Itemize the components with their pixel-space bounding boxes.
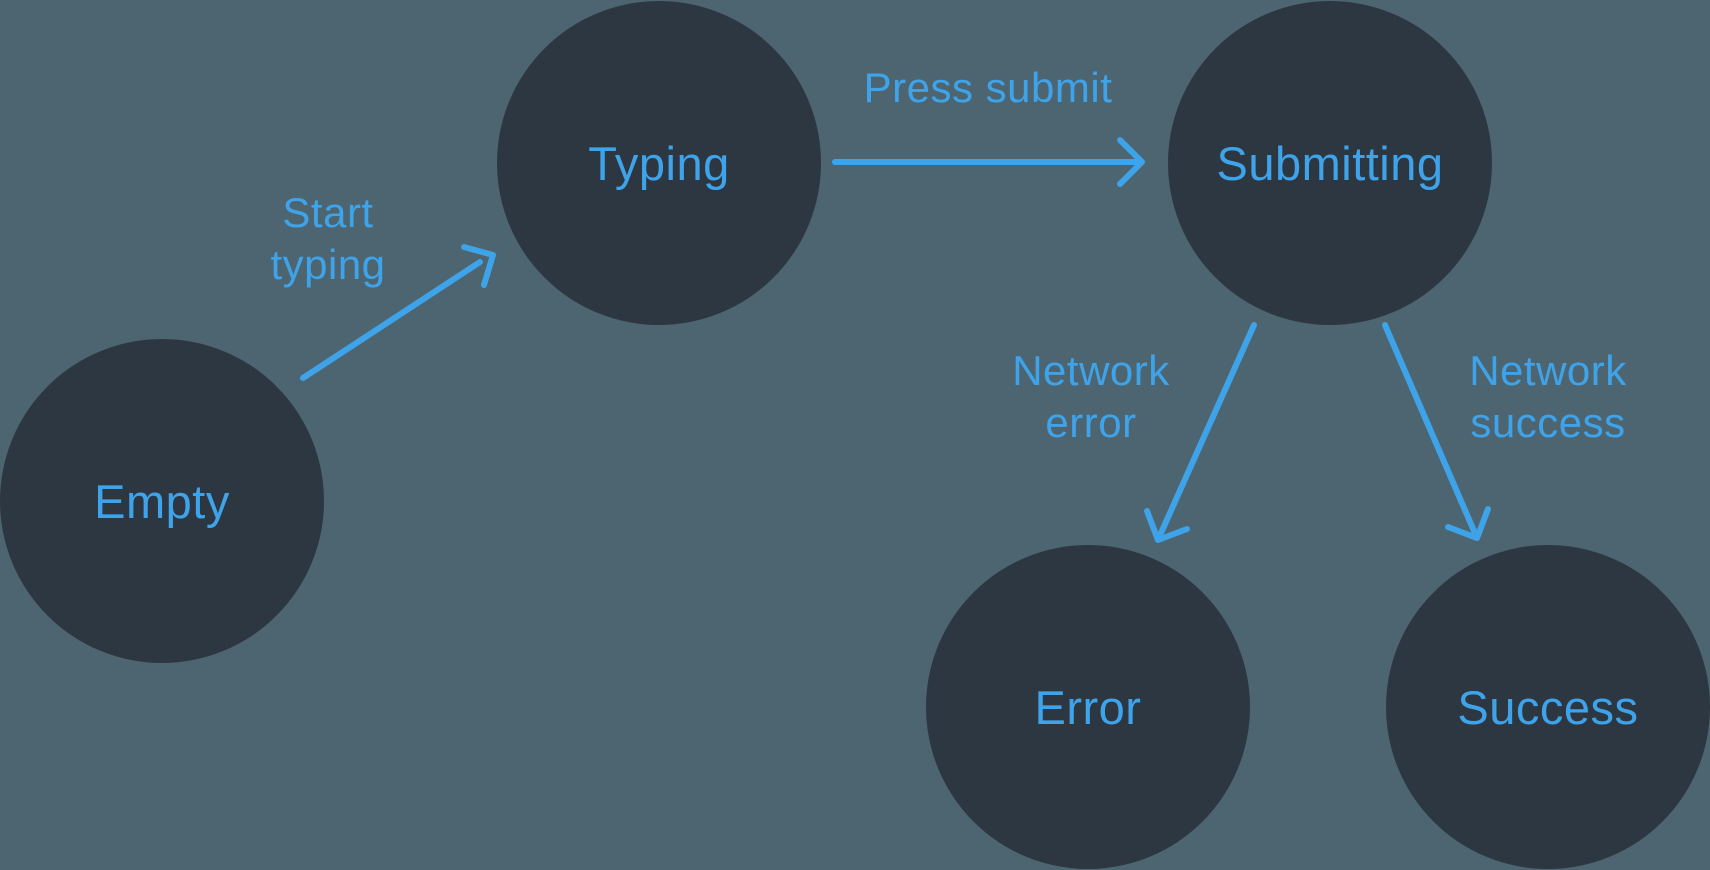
transition-label-line: Start	[282, 189, 374, 236]
state-node-empty: Empty	[0, 339, 324, 663]
transition-label-network-error: Network error	[1012, 345, 1170, 449]
state-node-success: Success	[1386, 545, 1710, 869]
transition-label-network-success: Network success	[1469, 345, 1627, 449]
transition-label-line: typing	[270, 241, 386, 288]
state-label-success: Success	[1457, 680, 1639, 734]
state-node-typing: Typing	[497, 1, 821, 325]
transition-label-line: Press submit	[863, 64, 1113, 111]
transition-arrow-network-success	[1382, 322, 1491, 541]
transition-label-press-submit: Press submit	[864, 62, 1113, 114]
arrowhead-icon	[1445, 506, 1491, 541]
transition-arrow-network-error	[1144, 322, 1257, 543]
state-node-error: Error	[926, 545, 1250, 869]
arrowhead-icon	[1144, 508, 1190, 543]
state-label-submitting: Submitting	[1216, 136, 1444, 190]
state-label-typing: Typing	[588, 136, 730, 190]
state-node-submitting: Submitting	[1168, 1, 1492, 325]
transition-label-line: error	[1045, 399, 1137, 446]
arrowhead-icon	[461, 244, 496, 288]
transition-label-start-typing: Start typing	[270, 187, 385, 291]
transition-label-line: success	[1470, 399, 1626, 446]
state-label-empty: Empty	[94, 474, 230, 528]
transition-label-line: Network	[1012, 347, 1170, 394]
arrowhead-icon	[1117, 137, 1145, 187]
transition-arrow-start-typing	[300, 244, 496, 381]
transition-arrow-press-submit	[832, 137, 1145, 187]
transition-label-line: Network	[1469, 347, 1627, 394]
state-label-error: Error	[1034, 680, 1142, 734]
